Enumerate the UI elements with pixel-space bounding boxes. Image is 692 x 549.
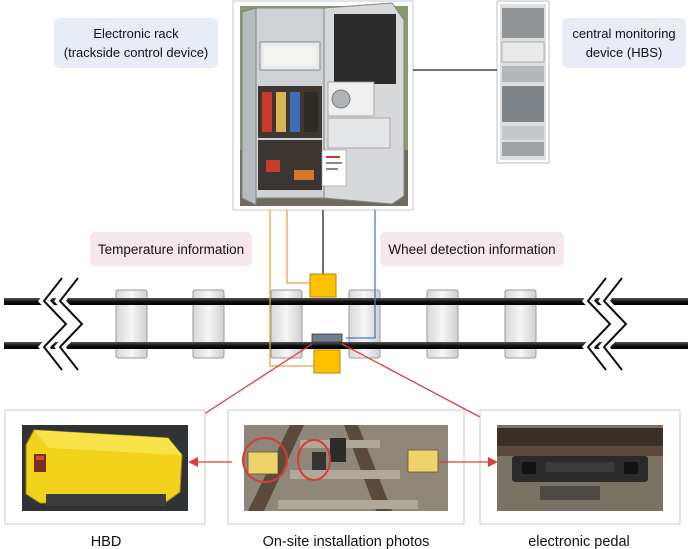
onsite-photo bbox=[242, 425, 448, 511]
highlight-circle-pedal bbox=[297, 439, 331, 481]
hbd-photo bbox=[22, 425, 188, 511]
sleeper bbox=[504, 289, 537, 359]
hbd-sensor-lower bbox=[313, 349, 341, 374]
pedal-photo bbox=[497, 425, 663, 511]
sleeper bbox=[115, 289, 148, 359]
wheel-detection-information-label: Wheel detection information bbox=[380, 232, 564, 266]
sleeper bbox=[192, 289, 225, 359]
onsite-caption: On-site installation photos bbox=[263, 534, 430, 549]
pedal-caption: electronic pedal bbox=[528, 534, 630, 549]
double-chevron-right-icon bbox=[582, 275, 633, 373]
double-chevron-left-icon bbox=[38, 275, 89, 373]
sleeper bbox=[270, 289, 303, 359]
sleepers bbox=[115, 289, 537, 359]
temperature-information-text: Temperature information bbox=[98, 242, 244, 257]
orange-wire-upper bbox=[286, 210, 310, 284]
electronic-rack-label-line1: Electronic rack bbox=[93, 26, 179, 41]
wheel-detection-information-text: Wheel detection information bbox=[388, 242, 555, 257]
blue-wire bbox=[346, 210, 376, 339]
electronic-rack-photo bbox=[232, 0, 414, 211]
central-monitoring-label: central monitoring device (HBS) bbox=[562, 18, 686, 68]
hbd-caption: HBD bbox=[91, 534, 122, 549]
central-monitoring-label-line1: central monitoring bbox=[572, 26, 675, 41]
electronic-rack-label-line2: (trackside control device) bbox=[64, 45, 209, 60]
sleeper bbox=[426, 289, 459, 359]
pedal-sensor bbox=[311, 333, 343, 343]
central-monitoring-label-line2: device (HBS) bbox=[586, 45, 663, 60]
hbd-sensor-upper bbox=[309, 273, 337, 298]
arrow-to-pedal bbox=[341, 343, 497, 426]
arrow-to-hbd bbox=[193, 343, 313, 422]
highlight-circle-hbd bbox=[242, 437, 288, 483]
temperature-information-label: Temperature information bbox=[90, 232, 252, 266]
track bbox=[4, 275, 688, 373]
wires bbox=[269, 210, 376, 367]
upper-rail bbox=[4, 298, 688, 305]
central-monitoring-photo bbox=[496, 0, 550, 164]
orange-wire-lower bbox=[269, 210, 316, 367]
electronic-rack-label: Electronic rack (trackside control devic… bbox=[54, 18, 218, 68]
sleeper bbox=[348, 289, 381, 359]
